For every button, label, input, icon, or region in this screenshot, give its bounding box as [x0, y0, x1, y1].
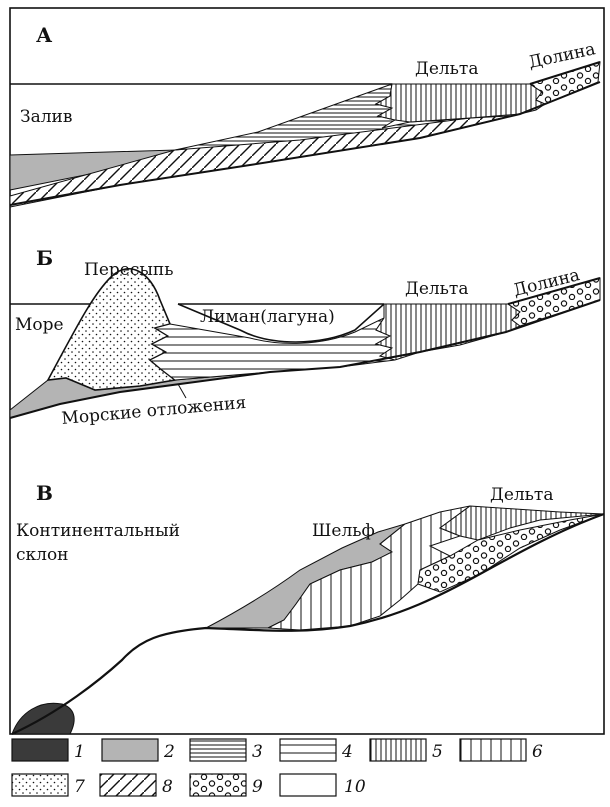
panel-a-delta-label: Дельта: [415, 59, 478, 79]
legend-num-9: 9: [252, 777, 263, 797]
panel-v-slope-label-2: склон: [16, 545, 69, 565]
legend-swatch-8: [100, 774, 156, 796]
legend-swatch-4: [280, 739, 336, 761]
legend-num-2: 2: [163, 742, 175, 762]
legend-num-6: 6: [532, 742, 543, 762]
legend-num-8: 8: [162, 777, 173, 797]
panel-b-delta-unit: [376, 304, 520, 360]
panel-v-sea-level: [10, 506, 470, 515]
legend-swatch-2: [102, 739, 158, 761]
legend-num-3: 3: [252, 742, 263, 762]
panel-b-spit-unit: [48, 269, 175, 390]
legend-num-7: 7: [74, 777, 85, 797]
panel-b-delta-label: Дельта: [405, 279, 468, 299]
panel-a-letter: А: [36, 23, 53, 47]
panel-b-spit-label: Пересыпь: [84, 260, 173, 280]
panel-v-shelf-label: Шельф: [312, 521, 375, 541]
legend-swatch-5: [370, 739, 426, 761]
panel-b-marine-pointer: [178, 384, 186, 398]
legend-num-4: 4: [341, 742, 353, 762]
panel-b-sea-label: Море: [15, 315, 64, 335]
panel-b-liman-label: Лиман(лагуна): [200, 307, 335, 327]
legend-num-10: 10: [344, 777, 366, 797]
panel-a-delta-unit: [376, 84, 545, 122]
legend-num-1: 1: [74, 742, 85, 762]
panel-v: В Континентальный склон Шельф Дельта: [10, 481, 604, 734]
legend-swatch-10: [280, 774, 336, 796]
panel-v-slope-label-1: Континентальный: [16, 521, 180, 541]
panel-b: Б Море Пересыпь Лиман(лагуна) Дельта Дол…: [10, 246, 600, 429]
legend-swatch-7: [12, 774, 68, 796]
legend-num-5: 5: [432, 742, 443, 762]
panel-b-letter: Б: [36, 246, 53, 270]
panel-v-letter: В: [36, 481, 53, 505]
legend-swatch-1: [12, 739, 68, 761]
legend: 1 2 3 4 5 6 7 8 9 10: [12, 739, 543, 797]
panel-v-delta-label: Дельта: [490, 485, 553, 505]
panel-a: А Залив Дельта Долина: [10, 23, 600, 207]
legend-swatch-9: [190, 774, 246, 796]
panel-a-bay-label: Залив: [20, 107, 72, 127]
legend-swatch-6: [460, 739, 526, 761]
legend-swatch-3: [190, 739, 246, 761]
